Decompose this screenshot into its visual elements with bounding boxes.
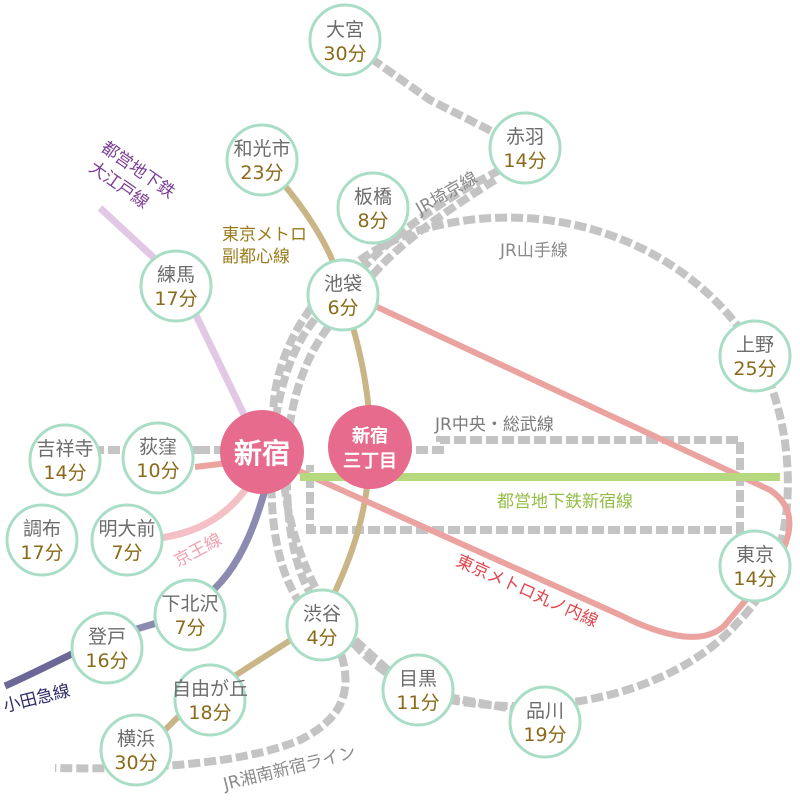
station-name: 調布 xyxy=(23,518,61,540)
station-ikebukuro[interactable]: 池袋 6分 xyxy=(306,258,380,332)
station-name: 和光市 xyxy=(233,138,290,160)
station-name: 大宮 xyxy=(326,19,364,41)
station-name: 板橋 xyxy=(354,186,392,208)
yamanote-line-label: JR山手線 xyxy=(499,241,568,261)
station-time: 14分 xyxy=(43,462,86,484)
hub-shinjuku-name: 新宿 xyxy=(234,437,290,470)
station-yokohama[interactable]: 横浜 30分 xyxy=(99,713,173,787)
station-name: 目黒 xyxy=(399,668,437,690)
marunouchi-line-label: 東京メトロ丸ノ内線 xyxy=(453,551,601,632)
station-noborito[interactable]: 登戸 16分 xyxy=(70,611,144,685)
station-jiyugaoka[interactable]: 自由が丘 18分 xyxy=(172,663,248,737)
hub-sanchome-name-2: 三丁目 xyxy=(343,451,397,472)
station-name: 自由が丘 xyxy=(172,678,248,700)
station-time: 10分 xyxy=(136,460,179,482)
station-time: 7分 xyxy=(111,542,142,564)
station-name: 上野 xyxy=(736,334,774,356)
shonan-line-label: JR湘南新宿ライン xyxy=(220,743,358,796)
station-time: 17分 xyxy=(154,288,197,310)
saikyo-line-2 xyxy=(267,166,502,618)
station-chofu[interactable]: 調布 17分 xyxy=(5,503,79,577)
saikyo-line-3 xyxy=(282,176,498,613)
station-nerima[interactable]: 練馬 17分 xyxy=(139,249,213,323)
station-shimokitazawa[interactable]: 下北沢 7分 xyxy=(153,578,227,652)
station-name: 下北沢 xyxy=(161,593,218,615)
station-akabane[interactable]: 赤羽 14分 xyxy=(488,111,562,185)
station-name: 明大前 xyxy=(98,518,155,540)
station-time: 14分 xyxy=(503,150,546,172)
station-time: 4分 xyxy=(306,627,337,649)
hub-sanchome-name-1: 新宿 xyxy=(352,425,388,447)
station-time: 23分 xyxy=(240,162,283,184)
station-time: 11分 xyxy=(396,692,439,714)
hub-shinjuku-sanchome[interactable]: 新宿 三丁目 xyxy=(328,405,412,489)
station-shibuya[interactable]: 渋谷 4分 xyxy=(285,588,359,662)
station-time: 18分 xyxy=(188,702,231,724)
shinjuku-line-label: 都営地下鉄新宿線 xyxy=(497,492,633,512)
hub-shinjuku[interactable]: 新宿 xyxy=(220,410,304,494)
station-time: 19分 xyxy=(523,724,566,746)
marunouchi-line xyxy=(194,289,793,640)
station-time: 16分 xyxy=(85,650,128,672)
station-name: 東京 xyxy=(736,544,774,566)
station-time: 25分 xyxy=(733,358,776,380)
station-tokyo[interactable]: 東京 14分 xyxy=(718,529,792,603)
station-omiya[interactable]: 大宮 30分 xyxy=(308,3,382,77)
station-name: 横浜 xyxy=(117,728,155,750)
chuo-sobu-line-label: JR中央・総武線 xyxy=(434,415,554,435)
station-itabashi[interactable]: 板橋 8分 xyxy=(336,171,410,245)
station-ueno[interactable]: 上野 25分 xyxy=(718,319,792,393)
station-time: 8分 xyxy=(357,210,388,232)
station-name: 渋谷 xyxy=(303,603,341,625)
station-time: 14分 xyxy=(733,568,776,590)
station-time: 17分 xyxy=(20,542,63,564)
station-shinagawa[interactable]: 品川 19分 xyxy=(508,685,582,759)
station-name: 練馬 xyxy=(157,264,195,286)
stations: 大宮 30分 赤羽 14分 和光市 23分 板橋 8分 練馬 17分 池袋 6分 xyxy=(5,3,792,787)
station-name: 池袋 xyxy=(324,273,362,295)
station-wakoshi[interactable]: 和光市 23分 xyxy=(225,123,299,197)
station-name: 吉祥寺 xyxy=(36,438,93,460)
station-ogikubo[interactable]: 荻窪 10分 xyxy=(121,421,195,495)
station-kichijoji[interactable]: 吉祥寺 14分 xyxy=(28,423,102,497)
station-time: 30分 xyxy=(114,752,157,774)
station-name: 登戸 xyxy=(88,626,126,648)
station-time: 30分 xyxy=(323,43,366,65)
fukutoshin-label-1: 東京メトロ xyxy=(222,225,307,245)
station-meidaimae[interactable]: 明大前 7分 xyxy=(90,503,164,577)
station-time: 6分 xyxy=(327,297,358,319)
station-meguro[interactable]: 目黒 11分 xyxy=(381,653,455,727)
station-name: 品川 xyxy=(526,700,564,722)
station-name: 荻窪 xyxy=(139,436,177,458)
fukutoshin-label-2: 副都心線 xyxy=(222,247,290,267)
station-name: 赤羽 xyxy=(506,126,544,148)
station-time: 7分 xyxy=(174,617,205,639)
